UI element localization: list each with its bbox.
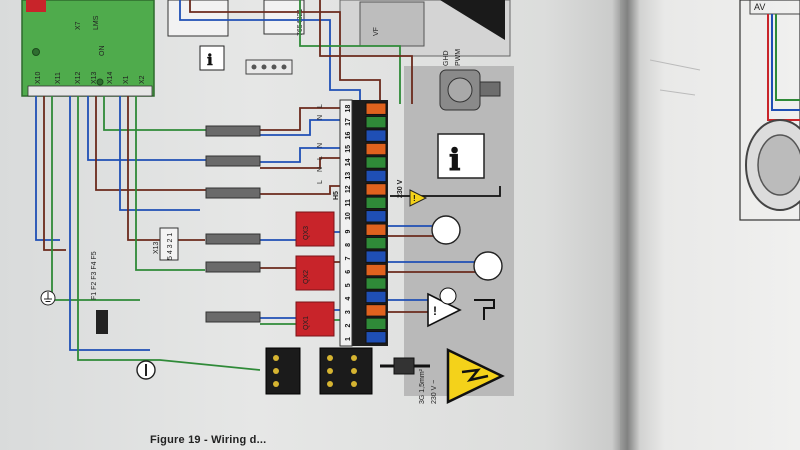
board-terminal-x14: X14 [107, 71, 114, 84]
terminal-cell [365, 236, 387, 250]
board-terminal-x1: X1 [123, 75, 130, 84]
board-dip-label: ON [99, 46, 106, 57]
figure-caption: Figure 19 - Wiring d... [150, 434, 267, 446]
mains-connectors [265, 347, 415, 395]
terminal-number: 11 [345, 199, 352, 207]
terminal-number: 3 [345, 310, 352, 314]
right-page-label: AV [754, 2, 765, 12]
controller-board: X10 X11 X12 X13 X14 X1 X2 X7 LMS ON [21, 0, 155, 97]
terminal-number: 18 [345, 105, 352, 113]
fuse-area: F1 F2 F3 F4 F5 [91, 251, 108, 334]
terminal-number: 8 [345, 243, 352, 247]
board-relay-label: X7 [75, 21, 82, 30]
terminal-cell [365, 304, 387, 317]
wiring-diagram: X10 X11 X12 X13 X14 X1 X2 X7 LMS ON VF G… [21, 0, 514, 404]
board-terminal-x12: X12 [75, 71, 82, 84]
terminal-cell [365, 210, 387, 223]
line-label-2: N [317, 115, 324, 120]
power-switch-icon [136, 360, 156, 380]
page-gutter [612, 0, 640, 450]
board-terminal-x13: X13 [91, 71, 98, 84]
upper-module: VF GHD PWM 7654321 ℹ [167, 0, 511, 75]
line-label-3: N [317, 143, 324, 148]
terminal-number: 5 [345, 283, 352, 287]
terminal-cell [365, 317, 387, 331]
terminal-number: 15 [345, 145, 352, 153]
terminal-cell [365, 156, 387, 169]
line-label-4: L [317, 156, 324, 160]
terminal-number: 12 [345, 185, 352, 193]
x13-pins: 5 4 3 2 1 [167, 233, 174, 260]
qx-relays: QX1 QX2 QX3 [295, 211, 335, 337]
module-ghd-label: GHD [443, 50, 450, 66]
info-glyph-top: ℹ [207, 52, 213, 69]
terminal-cell [365, 169, 387, 183]
board-terminal-x10: X10 [35, 71, 42, 84]
terminal-number: 16 [345, 131, 352, 139]
pump-icon [439, 69, 501, 111]
x13-label: X13 [153, 241, 160, 254]
info-icon-panel: ℹ [437, 133, 485, 179]
line-label-6: L [317, 180, 324, 184]
terminal-number: 7 [345, 256, 352, 260]
terminal-cell [365, 115, 387, 129]
terminal-number: 17 [345, 118, 352, 126]
terminal-cell [365, 263, 387, 277]
board-lms-label: LMS [93, 15, 100, 30]
fuse-labels: F1 F2 F3 F4 F5 [91, 251, 98, 300]
terminal-number: 9 [345, 229, 352, 233]
board-terminal-x2: X2 [139, 75, 146, 84]
board-terminal-labels: X10 X11 X12 X13 X14 X1 X2 X7 LMS ON [35, 15, 146, 84]
hs-label: H5 [333, 191, 340, 200]
terminal-cell [365, 196, 387, 210]
terminal-cell [365, 223, 387, 236]
x13-connector: X13 5 4 3 2 1 [153, 227, 179, 261]
cable-ferrites [205, 125, 261, 323]
high-voltage-warning-icon [446, 348, 505, 404]
terminal-number: 1 [345, 337, 352, 341]
terminal-number: 2 [345, 324, 352, 328]
module-pwm-label: PWM [455, 49, 462, 66]
right-page-diagram: AV [649, 0, 800, 221]
terminal-number: 14 [345, 158, 352, 166]
qx2-label: QX2 [303, 270, 310, 284]
svg-text:!: ! [433, 304, 437, 318]
mains-voltage-label: 230 V ~ [431, 380, 438, 404]
fan-symbol [431, 215, 503, 281]
line-labels: L N N L N L [317, 104, 324, 184]
terminal-cell [365, 142, 387, 156]
terminal-number: 13 [345, 172, 352, 180]
terminal-cell [365, 129, 387, 142]
qx1-label: QX1 [303, 316, 310, 330]
terminal-number: 6 [345, 270, 352, 274]
terminal-cell [365, 102, 387, 115]
hazard-icon: ! [427, 287, 495, 328]
line-label-5: N [317, 167, 324, 172]
terminal-number: 10 [345, 212, 352, 220]
svg-text:ℹ: ℹ [449, 144, 461, 177]
line-label-1: L [317, 104, 324, 108]
terminal-cell [365, 183, 387, 196]
cable-spec-label: 3G 1,5mm² [419, 368, 426, 404]
qx3-label: QX3 [303, 226, 310, 240]
info-icon-top [199, 45, 225, 71]
ground-icon [40, 290, 56, 306]
manual-right-page: AV [620, 0, 800, 450]
board-terminal-x11: X11 [55, 72, 62, 84]
terminal-cell [365, 290, 387, 304]
terminal-number: 4 [345, 297, 352, 301]
module-vf-label: VF [373, 27, 380, 36]
terminal-cell [365, 331, 387, 344]
voltage-230-label: 230 V [397, 179, 404, 198]
terminal-cell [365, 250, 387, 263]
terminal-cell [365, 277, 387, 290]
svg-text:!: ! [413, 194, 416, 203]
warning-small-icon: ! [409, 189, 428, 207]
